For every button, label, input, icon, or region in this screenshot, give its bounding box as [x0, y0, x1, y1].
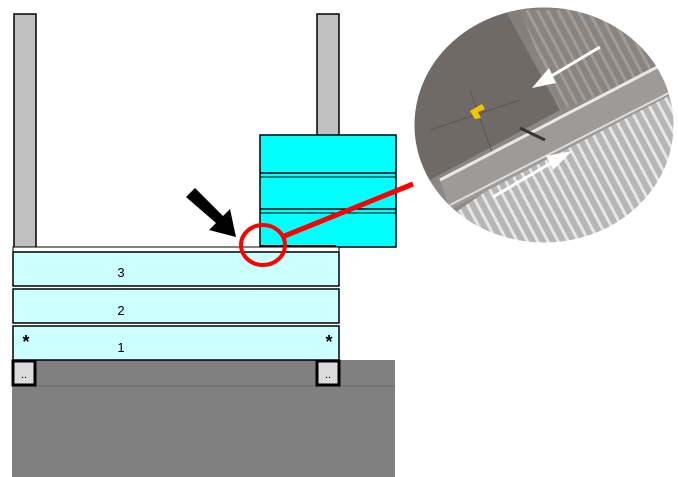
- right-foot-label: ..: [325, 369, 331, 381]
- white-arrow-icon-lower: [492, 151, 572, 199]
- left-post: [13, 13, 37, 249]
- left-corner-marker: *: [22, 332, 29, 352]
- photo-frame: [413, 6, 675, 244]
- layer-stack: [12, 246, 340, 361]
- layer-3-label: 3: [117, 265, 124, 280]
- layer-1-label: 1: [117, 340, 124, 355]
- layer-3: [12, 251, 340, 287]
- left-support-foot: ..: [11, 359, 37, 387]
- layer-1: [12, 325, 340, 361]
- layer-2: [12, 288, 340, 324]
- left-foot-label: ..: [21, 369, 27, 381]
- photo-inset: [414, 7, 674, 243]
- red-circle-icon: [239, 181, 414, 267]
- right-corner-marker: *: [325, 332, 332, 352]
- black-arrow-icon: [186, 188, 236, 237]
- layer-2-label: 2: [117, 303, 124, 318]
- white-arrow-icon: [532, 45, 601, 88]
- right-support-foot: ..: [315, 359, 341, 387]
